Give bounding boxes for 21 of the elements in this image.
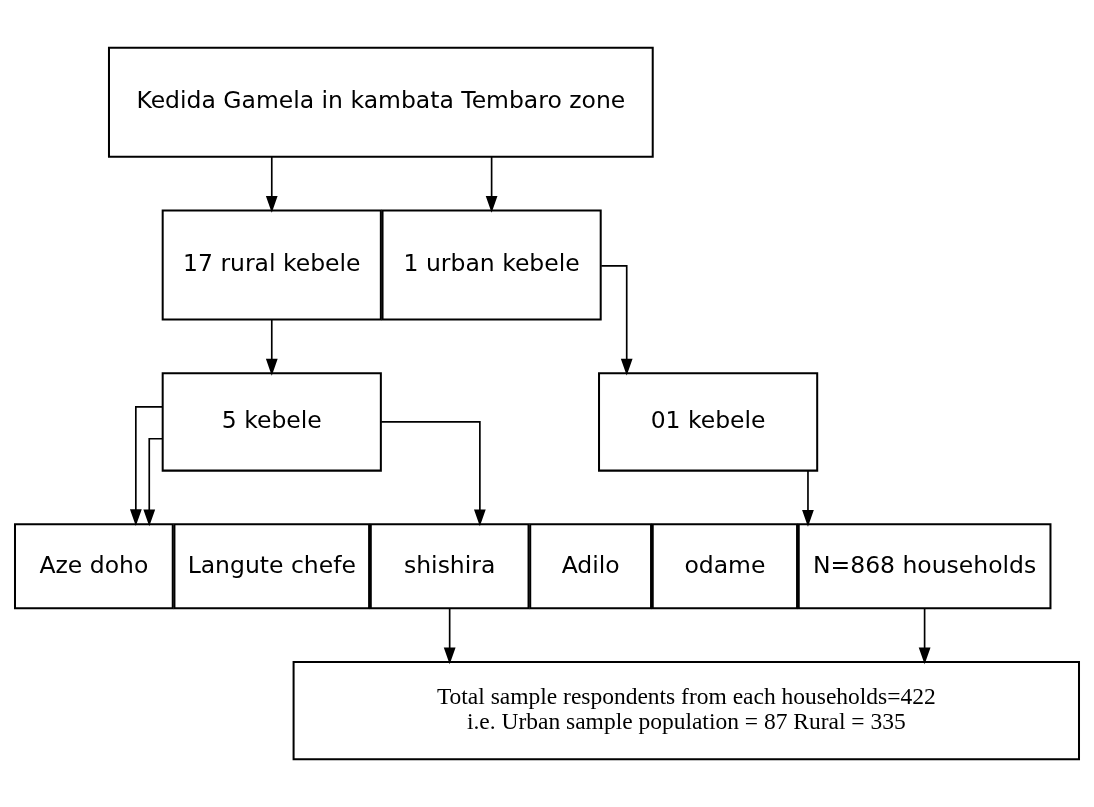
arrow <box>485 156 498 213</box>
arrow <box>265 319 278 376</box>
node-box: Aze doho <box>14 523 174 610</box>
arrow <box>443 608 456 665</box>
arrow <box>265 156 278 213</box>
node-box: 17 rural kebele <box>161 209 382 321</box>
node-box: Langute chefe <box>173 523 371 610</box>
arrow <box>129 406 163 527</box>
node-box: 1 urban kebele <box>381 209 602 321</box>
arrow <box>802 470 814 527</box>
node-box: Adilo <box>529 523 653 610</box>
arrow <box>600 265 633 376</box>
arrow <box>918 608 931 665</box>
node-box: odame <box>651 523 799 610</box>
node-box: shishira <box>369 523 530 610</box>
node-box: 5 kebele <box>161 372 382 472</box>
node-box: 01 kebele <box>598 372 819 472</box>
node-box: Kedida Gamela in kambata Tembaro zone <box>107 46 654 158</box>
node-box: Total sample respondents from each households=422 i.e. Urban sample population = 87 Rural = 335 <box>292 660 1080 761</box>
arrow <box>380 421 486 527</box>
node-box: N=868 households <box>797 523 1052 610</box>
